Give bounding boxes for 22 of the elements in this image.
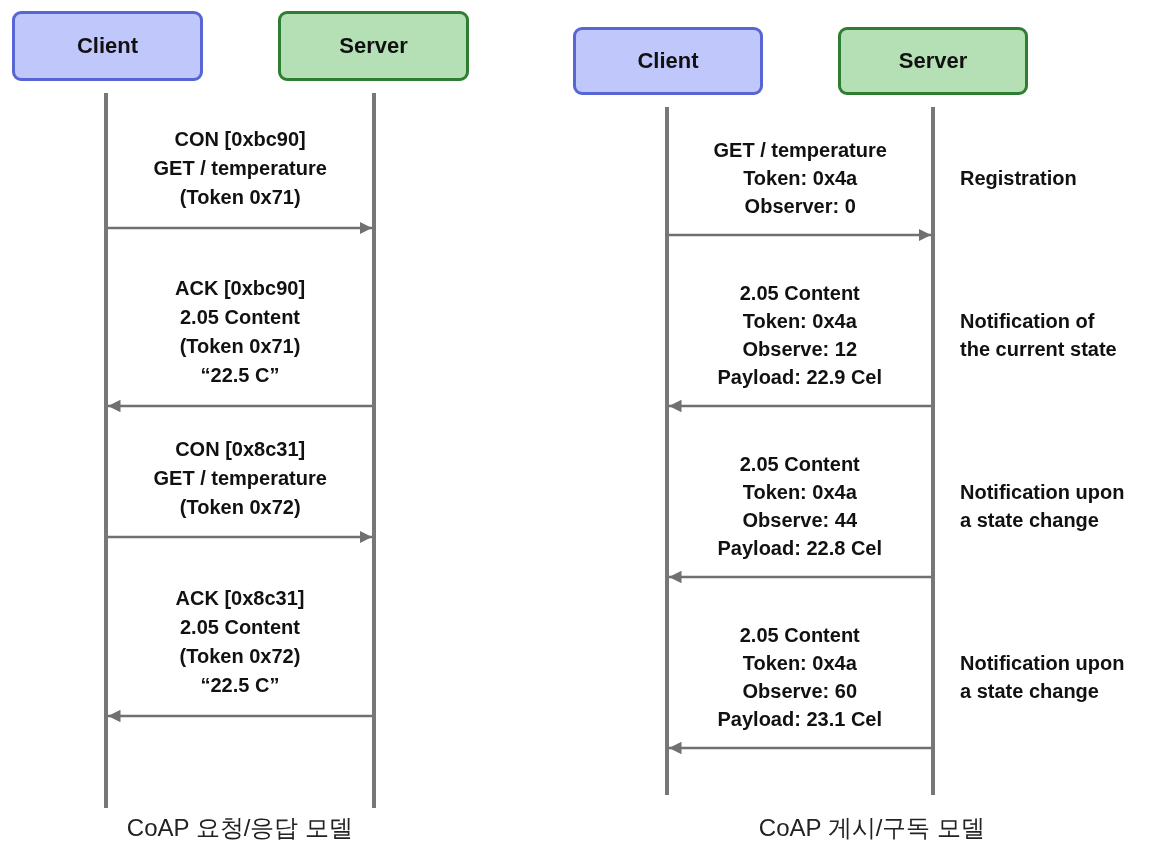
caption-text: CoAP 요청/응답 모델 [126, 813, 354, 843]
message-arrow [108, 399, 372, 413]
note-text: Registration [960, 166, 1077, 191]
note-text: Notification upon a state change [960, 651, 1125, 704]
note-text: Notification upon a state change [960, 480, 1125, 533]
lifeline [931, 107, 935, 795]
message-arrow [108, 709, 372, 723]
participant-box: Server [278, 11, 469, 81]
note-text: Notification of the current state [960, 309, 1117, 362]
message-arrow [669, 228, 931, 242]
message-arrow [669, 570, 931, 584]
lifeline [372, 93, 376, 808]
lifeline [665, 107, 669, 795]
participant-box: Client [12, 11, 203, 81]
message-arrow [669, 399, 931, 413]
message-arrow [669, 741, 931, 755]
message-arrow [108, 530, 372, 544]
participant-box: Client [573, 27, 763, 95]
participant-box: Server [838, 27, 1028, 95]
caption-text: CoAP 게시/구독 모델 [758, 813, 986, 843]
message-arrow [108, 221, 372, 235]
lifeline [104, 93, 108, 808]
